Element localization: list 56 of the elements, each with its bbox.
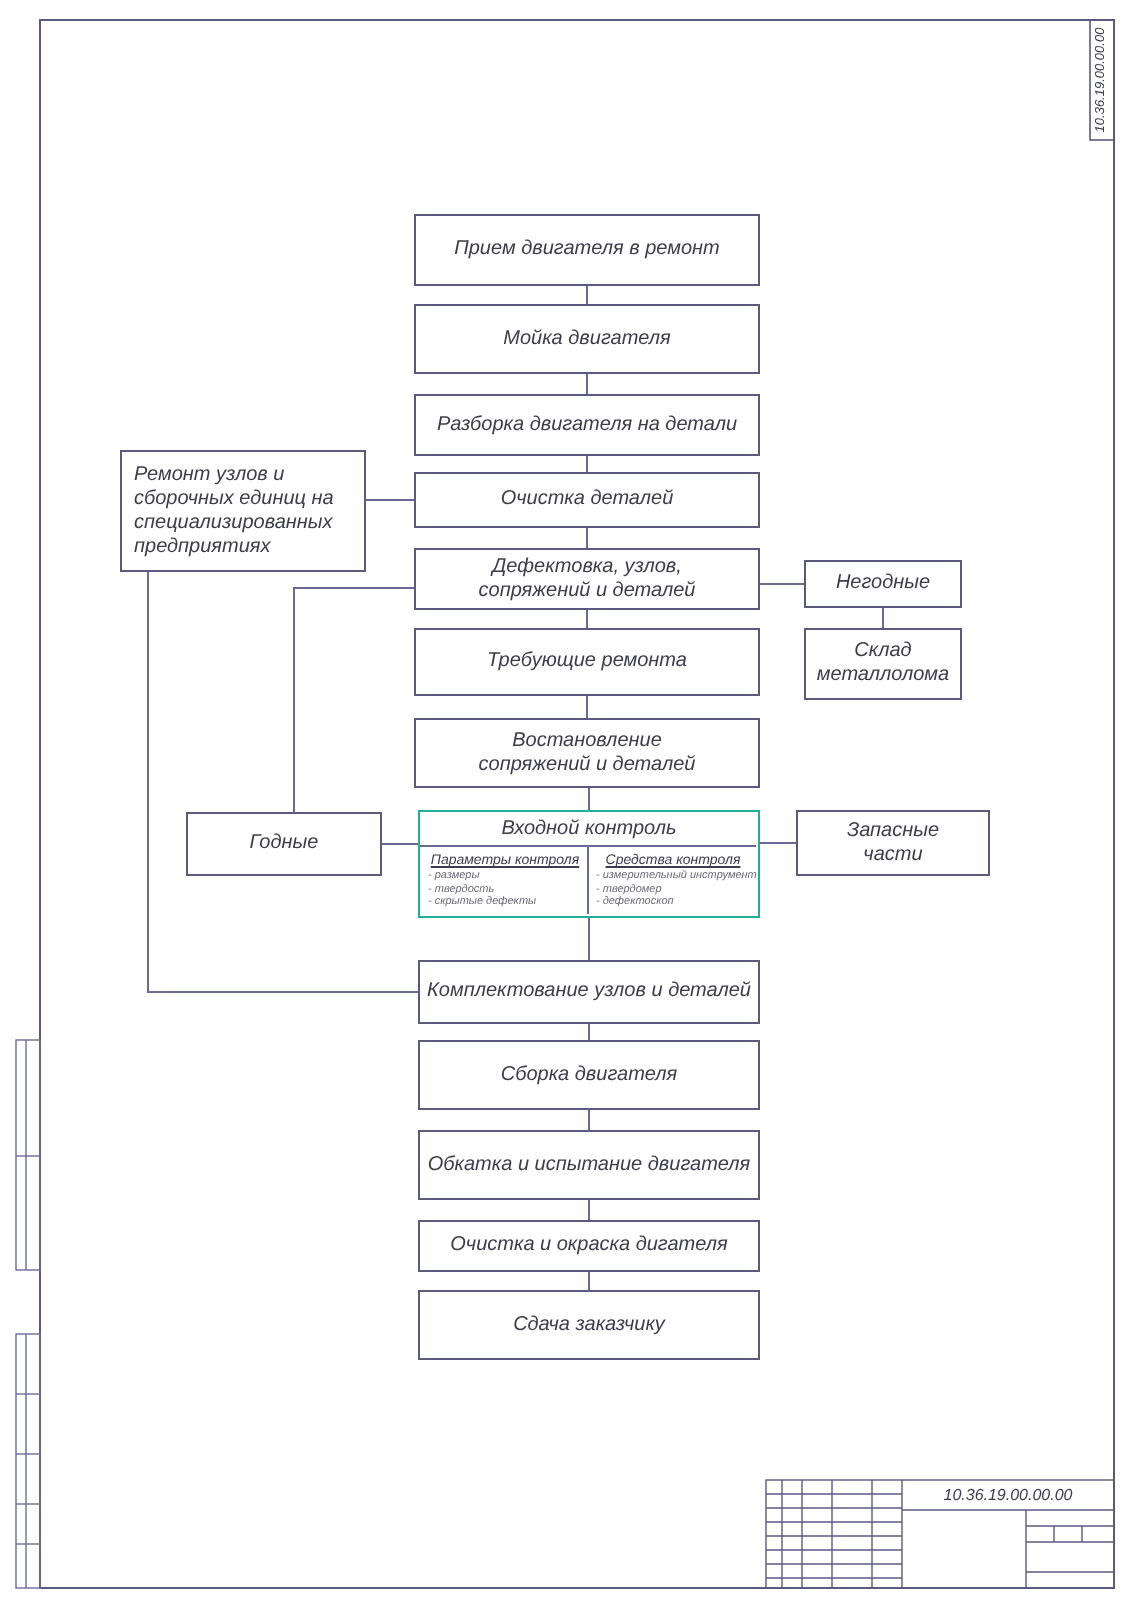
step-label: Мойка двигателя: [503, 327, 671, 351]
process-box: [418, 1040, 760, 1110]
connector-line: [588, 1199, 590, 1221]
connector-line: [588, 787, 590, 811]
connector-line: [381, 843, 419, 845]
connector-line: [586, 695, 588, 719]
process-box: [418, 1130, 760, 1200]
connector-line: [588, 1271, 590, 1291]
process-box: [414, 718, 760, 788]
connector-line: [586, 455, 588, 473]
connector-line: [586, 285, 588, 305]
process-box: [414, 472, 760, 528]
step-label: Сборка двигателя: [500, 1063, 678, 1087]
step-label: Разборка двигателя на детали: [436, 413, 738, 437]
process-box: [418, 1290, 760, 1360]
step-label: Склад металлолома: [814, 640, 952, 688]
step-label: Запасные части: [844, 819, 942, 867]
process-box: [120, 450, 366, 572]
process-box: [796, 810, 990, 876]
connector-line: [588, 1023, 590, 1041]
document-code: 10.36.19.00.00.00: [943, 1487, 1073, 1503]
step-label: Прием двигателя в ремонт: [454, 238, 720, 262]
process-box: [804, 560, 962, 608]
process-box: [804, 628, 962, 700]
connector-line: [147, 571, 419, 993]
connector-line: [586, 527, 588, 549]
connector-line: [586, 373, 588, 395]
step-label: Востановление сопряжений и деталей: [476, 729, 698, 777]
step-label: Негодные: [835, 572, 931, 596]
connector-line: [586, 609, 588, 629]
step-label: Комплектование узлов и деталей: [427, 980, 751, 1004]
step-label: Требующие ремонта: [487, 650, 687, 674]
step-label: Годные: [249, 832, 319, 856]
connector-line: [293, 587, 415, 813]
connector-line: [759, 583, 805, 585]
control-box: [418, 810, 760, 918]
connector-line: [759, 842, 797, 844]
connector-line: [365, 499, 415, 501]
process-box: [414, 214, 760, 286]
process-box: [414, 628, 760, 696]
process-box: [186, 812, 382, 876]
connector-line: [882, 607, 884, 629]
step-label: Дефектовка, узлов, сопряжений и деталей: [476, 555, 698, 603]
process-box: [414, 548, 760, 610]
step-label: Очистка и окраска дигателя: [450, 1234, 728, 1258]
process-box: [418, 1220, 760, 1272]
connector-line: [588, 917, 590, 961]
step-label: Очистка деталей: [500, 488, 674, 512]
process-box: [414, 304, 760, 374]
connector-line: [588, 1109, 590, 1131]
step-label: Входной контроль: [501, 817, 677, 841]
step-label: Обкатка и испытание двигателя: [427, 1153, 751, 1177]
step-label: Сдача заказчику: [513, 1313, 665, 1337]
process-box: [414, 394, 760, 456]
process-box: [418, 960, 760, 1024]
step-label: Ремонт узлов и сборочных единиц на специализированных предприятиях: [134, 463, 336, 559]
